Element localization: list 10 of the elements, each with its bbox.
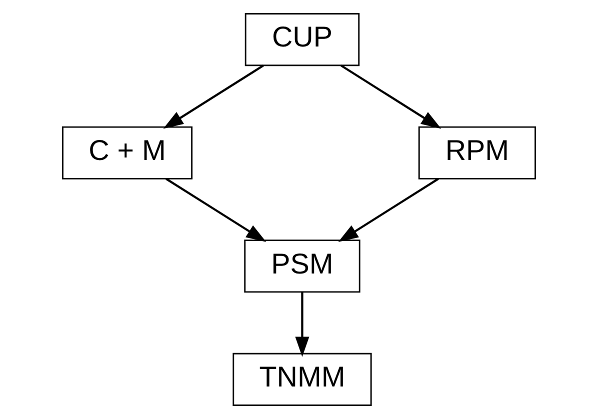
node-box: PSM [244,240,360,293]
node-box: RPM [418,126,536,180]
arrow [338,178,439,242]
arrow [163,64,264,129]
node-box: CUP [244,13,360,66]
arrow [166,178,266,242]
arrow [340,64,442,129]
node-box: TNMM [232,352,372,406]
arrow [295,292,310,357]
node-box: C + M [62,126,193,180]
